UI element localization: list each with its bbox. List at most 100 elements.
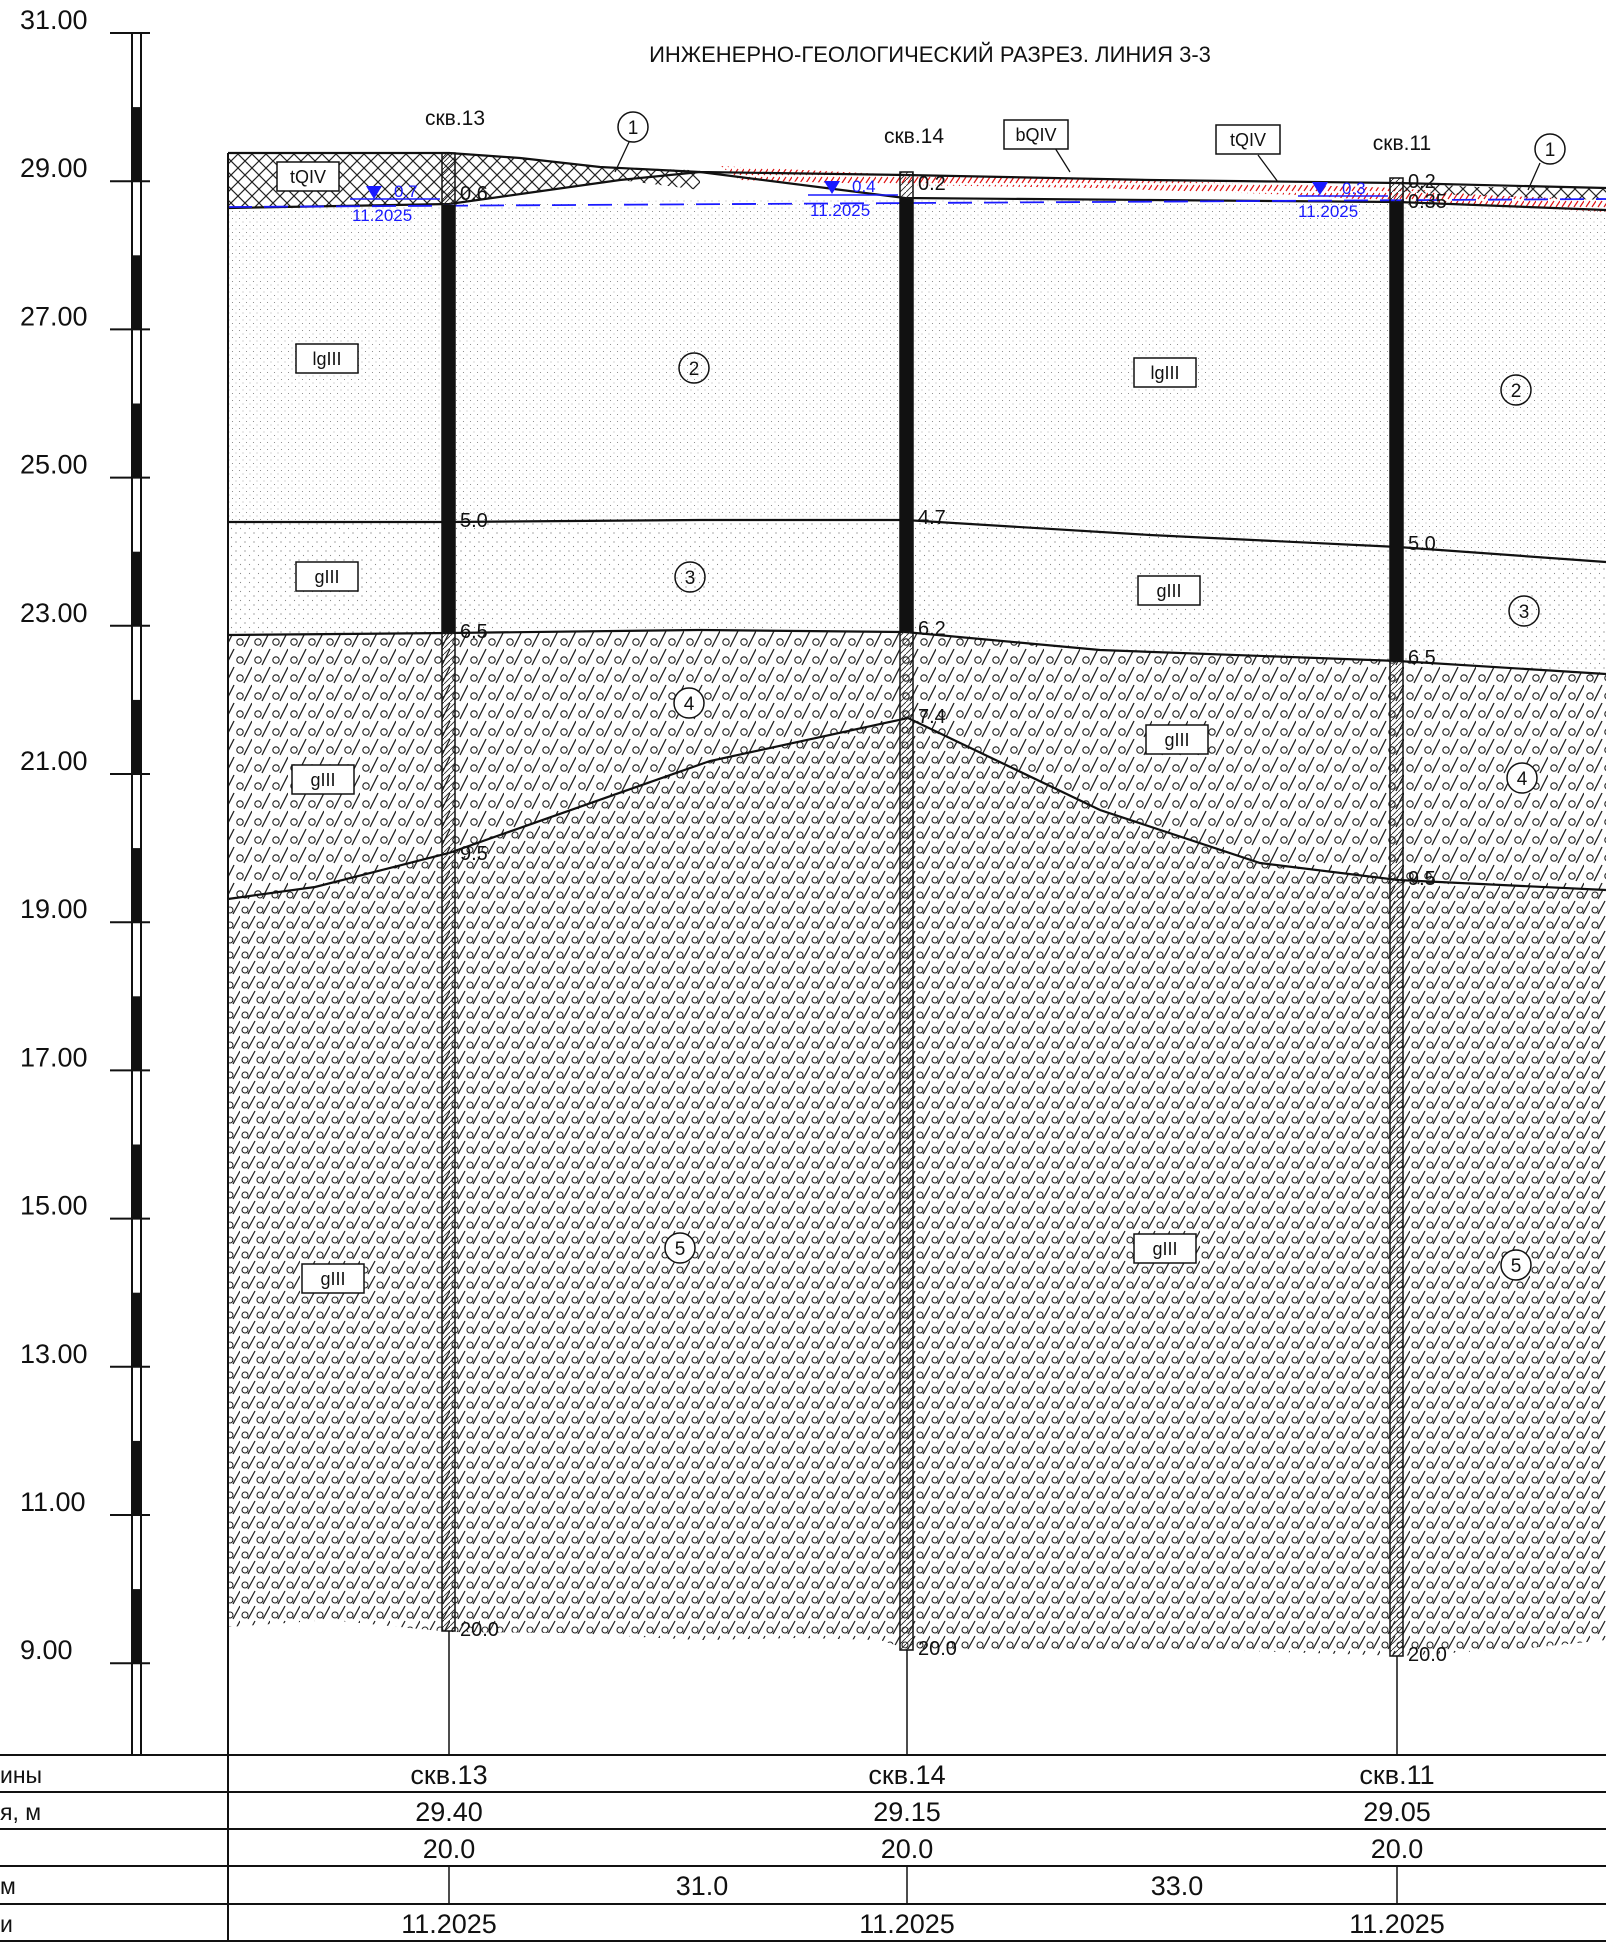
depth-label: 5.0 (1408, 533, 1436, 555)
svg-text:1: 1 (628, 118, 639, 139)
geology-label: gIII (301, 1263, 365, 1294)
table-cell: 31.0 (676, 1871, 729, 1901)
water-depth: 0.7 (394, 182, 418, 201)
svg-text:5: 5 (675, 1239, 686, 1260)
svg-text:4: 4 (684, 694, 695, 715)
scale-bar-segment (132, 699, 141, 774)
scale-label: 23.00 (20, 598, 88, 628)
svg-text:4: 4 (1517, 769, 1528, 790)
svg-text:gIII: gIII (1156, 581, 1181, 601)
svg-text:gIII: gIII (1152, 1239, 1177, 1259)
geology-label: tQIV (276, 161, 340, 192)
scale-bar-segment (132, 1589, 141, 1664)
layer-number-circles: 1 2 3 4 5 1 2 3 4 5 (614, 111, 1566, 1281)
table-row-label: ины (0, 1762, 42, 1788)
water-date: 11.2025 (352, 206, 412, 225)
svg-text:1: 1 (1545, 140, 1556, 161)
table-cell: 29.15 (873, 1797, 941, 1827)
scale-bar-segment (132, 107, 141, 182)
geology-label: lgIII (1133, 357, 1197, 388)
depth-label: 0.2 (1408, 171, 1436, 193)
table-cell: скв.11 (1359, 1760, 1434, 1790)
table-cell: 11.2025 (859, 1909, 955, 1939)
groundwater-line (227, 198, 1606, 208)
depth-label: 9.5 (1408, 868, 1436, 890)
geology-label: gIII (291, 764, 355, 795)
layer-number-marker: 4 (1506, 762, 1538, 794)
scale-label: 9.00 (20, 1635, 73, 1665)
svg-text:tQIV: tQIV (290, 167, 326, 187)
layer-number-marker: 2 (1500, 374, 1532, 406)
svg-text:gIII: gIII (310, 770, 335, 790)
section-title: ИНЖЕНЕРНО-ГЕОЛОГИЧЕСКИЙ РАЗРЕЗ. ЛИНИЯ 3-… (649, 42, 1211, 67)
svg-text:gIII: gIII (1164, 730, 1189, 750)
scale-label: 11.00 (20, 1487, 86, 1517)
svg-text:bQIV: bQIV (1015, 125, 1056, 145)
scale-bar-segment (132, 403, 141, 478)
boreholes (441, 152, 1404, 1755)
scale-bar-segment (132, 255, 141, 330)
scale-label: 25.00 (20, 450, 88, 480)
table-cell: 20.0 (423, 1834, 476, 1864)
layer-number-marker: 4 (673, 687, 705, 719)
depth-label: 0.6 (460, 183, 488, 205)
scale-bar-segment (132, 848, 141, 923)
layer-number-marker: 2 (678, 352, 710, 384)
table-cell: 11.2025 (401, 1909, 497, 1939)
layer-number-marker: 1 (1527, 133, 1566, 191)
depth-label: 6.5 (460, 621, 488, 643)
boundary-1-2 (227, 170, 1606, 212)
svg-text:tQIV: tQIV (1230, 130, 1266, 150)
depth-label: 4.7 (918, 507, 946, 529)
scale-bar-segment (132, 551, 141, 626)
depth-label: 20.0 (918, 1638, 957, 1660)
table-cell: 29.05 (1363, 1797, 1431, 1827)
scale-bar-segment (132, 1440, 141, 1515)
depth-label: 5.0 (460, 510, 488, 532)
borehole-name: скв.14 (884, 125, 944, 148)
layer-5 (228, 718, 1606, 1656)
depth-label: 20.0 (1408, 1644, 1447, 1666)
scale-label: 19.00 (20, 894, 88, 924)
svg-text:gIII: gIII (320, 1269, 345, 1289)
water-level-icon (366, 186, 382, 199)
water-level-icon (1312, 182, 1328, 195)
table-cell: скв.13 (410, 1760, 487, 1790)
table-row-label: м (0, 1873, 16, 1899)
svg-text:lgIII: lgIII (1150, 363, 1179, 383)
water-level-icon (824, 181, 840, 194)
layer-3 (228, 520, 1606, 674)
scale-bar-segment (132, 1144, 141, 1219)
depth-label: 7.4 (918, 706, 946, 728)
layer-number-marker: 5 (664, 1232, 696, 1264)
soil-layers (227, 151, 1606, 1755)
water-depth: 0.4 (852, 177, 876, 196)
depth-label: 20.0 (460, 1619, 499, 1641)
layer-number-marker: 1 (614, 111, 649, 173)
scale-bar-segment (132, 996, 141, 1071)
table-cell: 20.0 (881, 1834, 934, 1864)
borehole-14 (899, 171, 914, 1755)
borehole-data-table: ины я, м м и скв.13 скв.14 скв.11 29.40 … (0, 1754, 1606, 1942)
svg-text:2: 2 (1511, 381, 1522, 402)
scale-label: 31.00 (20, 5, 88, 35)
elevation-scale: 31.0029.0027.0025.0023.0021.0019.0017.00… (20, 5, 150, 1755)
geology-index-labels: tQIV bQIV tQIV lgIII lgIII gIII gIII gII… (276, 119, 1281, 1294)
geology-label: gIII (1145, 724, 1209, 755)
water-date: 11.2025 (810, 201, 870, 220)
geology-label: gIII (1133, 1233, 1197, 1264)
table-cell: 33.0 (1151, 1871, 1204, 1901)
geology-label: gIII (295, 561, 359, 592)
geology-label: tQIV (1215, 124, 1281, 183)
layer-4 (228, 630, 1606, 899)
depth-label: 9.5 (460, 843, 488, 865)
water-depth: 0.3 (1342, 179, 1366, 198)
table-cell: скв.14 (868, 1760, 945, 1790)
table-cell: 29.40 (415, 1797, 483, 1827)
table-row-label: я, м (0, 1799, 41, 1825)
water-date: 11.2025 (1298, 202, 1358, 221)
layer-number-marker: 5 (1500, 1249, 1532, 1281)
geology-label: gIII (1137, 575, 1201, 606)
groundwater-markers: 0.7 11.2025 0.4 11.2025 0.3 11.2025 (350, 177, 1388, 225)
